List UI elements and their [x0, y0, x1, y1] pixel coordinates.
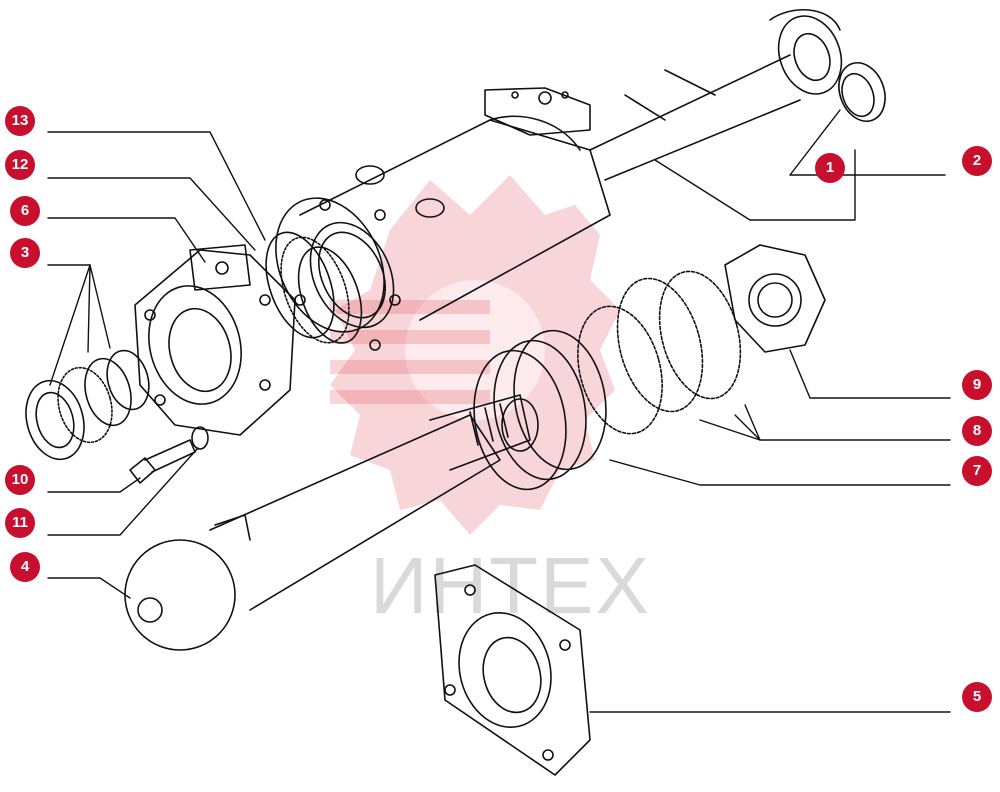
callout-badge-7: 7 [962, 456, 992, 486]
callout-badge-3: 3 [10, 238, 40, 268]
callout-badge-6: 6 [10, 196, 40, 226]
leader-lines [47, 109, 951, 713]
callout-badge-13: 13 [5, 106, 35, 136]
callout-badge-4: 4 [10, 552, 40, 582]
callout-badge-12: 12 [5, 150, 35, 180]
washer-part-11 [191, 426, 209, 450]
piston-part-7 [473, 329, 607, 491]
gland-head-part-6 [134, 244, 296, 436]
callout-badge-1: 1 [815, 153, 845, 183]
bolt-part-10 [129, 439, 196, 484]
callout-badge-11: 11 [5, 508, 35, 538]
callout-badge-8: 8 [962, 416, 992, 446]
callout-badge-2: 2 [962, 146, 992, 176]
callout-badge-5: 5 [962, 682, 992, 712]
bushing-part-1 [838, 62, 886, 122]
seal-rings-12-13 [265, 231, 363, 344]
callout-badge-10: 10 [5, 465, 35, 495]
cylinder-barrel [275, 9, 843, 351]
flange-part-5 [434, 564, 591, 776]
callout-badge-9: 9 [962, 370, 992, 400]
nut-part-9 [724, 244, 826, 353]
seal-pack-part-3 [25, 349, 150, 461]
piston-rod-part-4 [124, 394, 531, 651]
piston-seals-part-8 [577, 270, 742, 435]
